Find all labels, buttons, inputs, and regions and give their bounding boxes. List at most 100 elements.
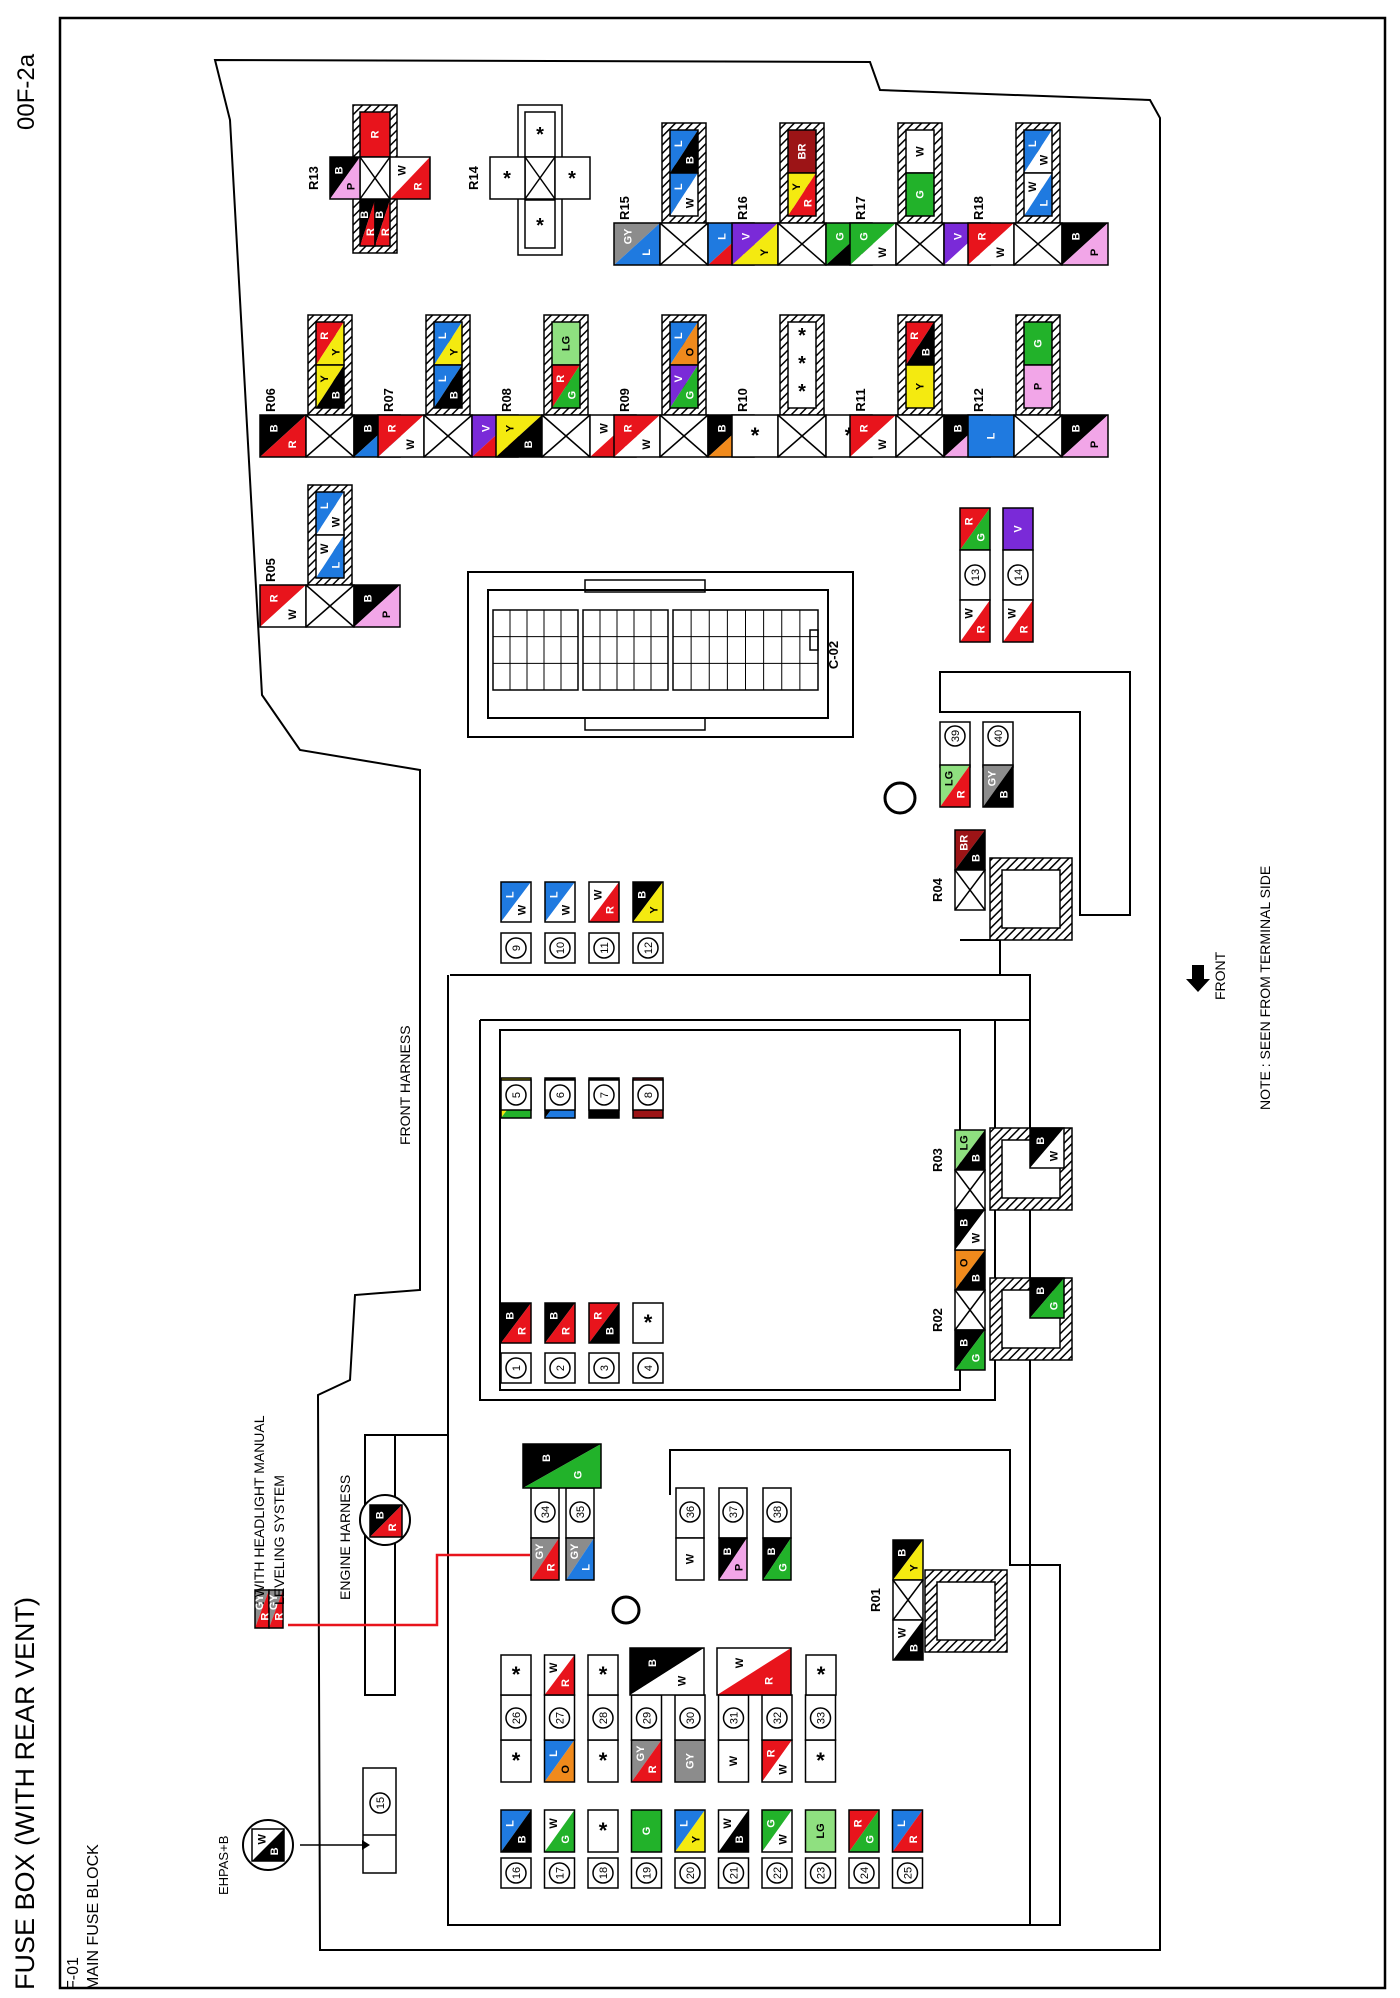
svg-text:L: L bbox=[716, 233, 728, 240]
svg-text:R: R bbox=[908, 1835, 920, 1843]
svg-text:L: L bbox=[437, 375, 449, 382]
relay-terminal-left: GW bbox=[849, 222, 897, 266]
svg-text:23: 23 bbox=[816, 1867, 828, 1879]
svg-text:36: 36 bbox=[685, 1506, 697, 1518]
fuse-box-code: F-01 bbox=[65, 1957, 82, 1990]
front-arrow-icon bbox=[1186, 965, 1210, 992]
fuse-number: 18 bbox=[592, 1862, 614, 1884]
svg-text:5: 5 bbox=[511, 1092, 523, 1098]
fuse-wire: W bbox=[675, 1537, 705, 1581]
relay-label: R09 bbox=[617, 388, 632, 412]
relay-terminal-b: Y bbox=[905, 364, 935, 409]
svg-text:R: R bbox=[561, 1327, 573, 1335]
svg-text:R: R bbox=[268, 594, 280, 602]
svg-text:R: R bbox=[964, 517, 976, 525]
fuse-wire: LY bbox=[674, 1809, 706, 1853]
svg-text:W: W bbox=[778, 1764, 790, 1775]
fuse-number: 10 bbox=[549, 937, 571, 959]
svg-text:B: B bbox=[971, 1154, 983, 1162]
svg-text:1: 1 bbox=[511, 1365, 523, 1371]
svg-text:15: 15 bbox=[375, 1797, 387, 1809]
svg-text:33: 33 bbox=[816, 1712, 828, 1724]
fuse-27-upper: WR bbox=[543, 1654, 576, 1696]
svg-text:34: 34 bbox=[540, 1506, 552, 1518]
svg-text:B: B bbox=[605, 1327, 617, 1335]
relay-terminal: BG bbox=[954, 1329, 986, 1371]
fuse-wire: V bbox=[1002, 507, 1034, 551]
legend-text-1: : WITH HEADLIGHT MANUAL bbox=[251, 1415, 267, 1605]
svg-text:P: P bbox=[1089, 249, 1101, 256]
fuse-number: 8 bbox=[637, 1084, 659, 1106]
fuse-wire: BG bbox=[522, 1443, 602, 1489]
svg-text:B: B bbox=[362, 594, 374, 602]
svg-text:Y: Y bbox=[330, 348, 342, 356]
relay-x-box bbox=[305, 414, 355, 458]
svg-text:W: W bbox=[1027, 181, 1039, 192]
fuse-26-lower: *26 bbox=[500, 1694, 532, 1783]
fuse-number: 9 bbox=[505, 937, 527, 959]
page-title: FUSE BOX (WITH REAR VENT) bbox=[10, 1597, 40, 1990]
fuse-number: 20 bbox=[679, 1862, 701, 1884]
svg-text:R: R bbox=[370, 130, 382, 138]
svg-text:29: 29 bbox=[642, 1712, 654, 1724]
relay-r16: BRYRVYGBR16 bbox=[731, 122, 873, 266]
fuse-wire: GY bbox=[674, 1739, 706, 1783]
fuse-33-lower: *33 bbox=[804, 1694, 837, 1783]
relay-r11: RBYRWBPR11 bbox=[849, 314, 991, 458]
relay-x-box bbox=[423, 414, 473, 458]
svg-text:R: R bbox=[853, 1819, 865, 1827]
front-harness-label: FRONT HARNESS bbox=[397, 1025, 413, 1145]
relay-terminal: OB bbox=[954, 1249, 986, 1291]
relay-x-box bbox=[777, 222, 827, 266]
relay-label: R02 bbox=[930, 1308, 945, 1332]
svg-text:O: O bbox=[560, 1765, 572, 1774]
fuse-block-subtitle: MAIN FUSE BLOCK bbox=[85, 1844, 102, 1990]
svg-text:V: V bbox=[1013, 525, 1025, 533]
fuse-wire: LW bbox=[500, 881, 532, 923]
fuse-wire: LW bbox=[544, 881, 576, 923]
relay-terminal-a: RY bbox=[315, 321, 345, 366]
svg-text:V: V bbox=[740, 232, 752, 240]
svg-text:W: W bbox=[1007, 608, 1019, 619]
svg-text:G: G bbox=[1048, 1302, 1060, 1311]
svg-text:W: W bbox=[319, 543, 331, 554]
svg-text:B: B bbox=[374, 211, 386, 219]
svg-text:*: * bbox=[644, 1310, 653, 1335]
ehpas-connector: WB bbox=[242, 1819, 294, 1871]
svg-text:L: L bbox=[679, 1820, 691, 1827]
page-frame bbox=[58, 16, 1387, 1990]
fuse-number: 3 bbox=[593, 1357, 615, 1379]
relay-label: R18 bbox=[971, 196, 986, 220]
fuse-18: * 18 bbox=[587, 1809, 619, 1889]
relay-r15: LBLWGYLLRR15 bbox=[613, 122, 755, 266]
fuse-15: 15 bbox=[362, 1767, 397, 1874]
relay-x-box bbox=[895, 414, 945, 458]
svg-text:W: W bbox=[517, 904, 529, 915]
fuse-number: 26 bbox=[505, 1707, 527, 1729]
relay-label: R11 bbox=[853, 388, 868, 411]
fuse-number: 13 bbox=[964, 564, 986, 586]
svg-text:R: R bbox=[287, 440, 299, 448]
relay-terminal: BY bbox=[892, 1539, 924, 1581]
svg-text:W: W bbox=[995, 247, 1007, 258]
svg-text:B: B bbox=[637, 891, 649, 899]
fuse-number: 30 bbox=[679, 1707, 701, 1729]
svg-text:W: W bbox=[778, 1834, 790, 1845]
relay-label: R14 bbox=[466, 165, 481, 190]
relay-x-box bbox=[892, 1579, 924, 1621]
fuse-number: 34 bbox=[534, 1501, 556, 1523]
relay-terminal-a: LW bbox=[315, 491, 345, 536]
svg-text:GY: GY bbox=[622, 228, 634, 245]
svg-text:R: R bbox=[976, 232, 988, 240]
svg-text:W: W bbox=[734, 1657, 746, 1668]
svg-text:R: R bbox=[766, 1749, 778, 1757]
relay-terminal-b: YB bbox=[315, 364, 345, 409]
relay-x-box bbox=[1013, 414, 1063, 458]
fuse-8: BR8 bbox=[632, 1077, 664, 1119]
fuse-wire: W bbox=[717, 1739, 750, 1783]
svg-text:*: * bbox=[599, 1818, 608, 1843]
